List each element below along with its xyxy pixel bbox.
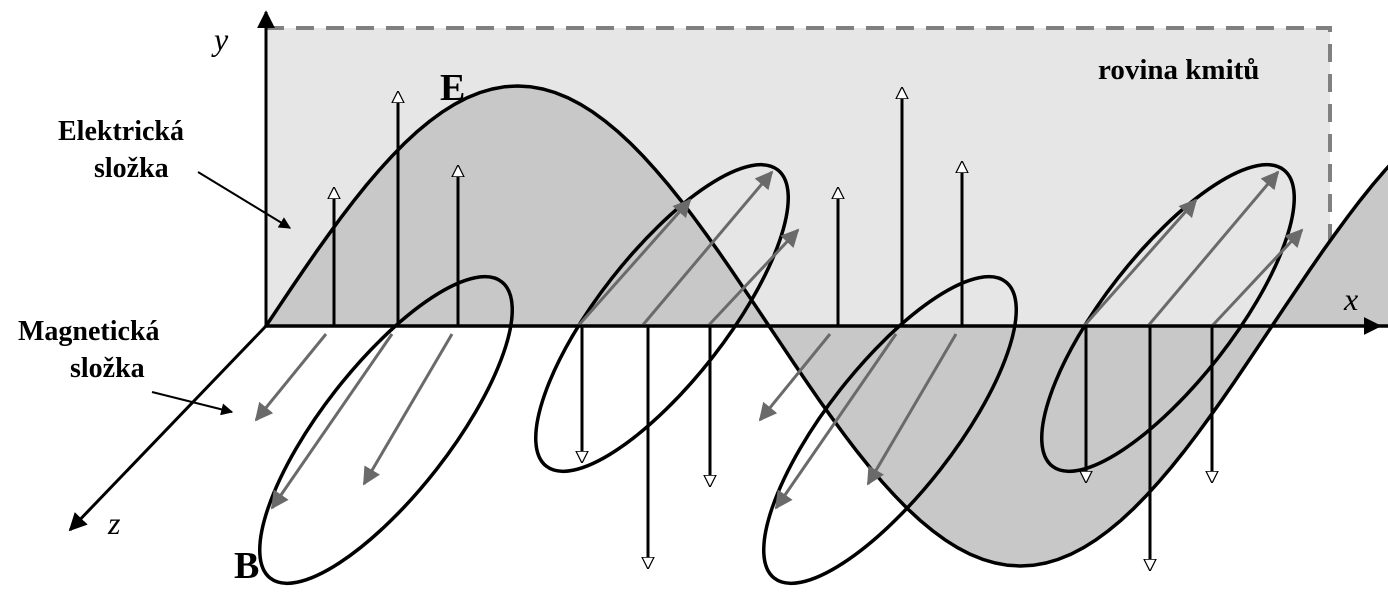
magnetic-field-arrow (706, 228, 800, 328)
magnetic-field-arrows (254, 170, 1304, 510)
electric-label-line1: Elektrická (58, 116, 184, 147)
b-vector-label: B (234, 545, 259, 587)
magnetic-label-line1: Magnetická (18, 316, 160, 347)
magnetic-loop (761, 274, 1019, 586)
y-axis-label: y (211, 21, 229, 57)
z-axis (68, 324, 268, 532)
magnetic-field-arrow (758, 333, 832, 422)
magnetic-field-arrow (866, 333, 958, 486)
magnetic-field-arrow (640, 170, 774, 327)
magnetic-field-arrow (362, 333, 454, 486)
oscillation-plane-border (266, 26, 1332, 326)
z-axis-label: z (107, 505, 121, 541)
magnetic-field-arrow (1146, 170, 1280, 327)
electric-lobe (262, 84, 773, 328)
e-vector-label: E (440, 67, 465, 109)
magnetic-field-arrow (1082, 198, 1198, 327)
magnetic-field-arrow (576, 198, 692, 327)
magnetic-field-loops (257, 162, 1297, 586)
magnetic-field-arrow (270, 333, 394, 510)
magnetic-field-arrow (1210, 228, 1304, 328)
electric-lobe (1268, 164, 1388, 328)
electric-field-lobes (262, 84, 1388, 568)
plane-label: rovina kmitů (1098, 54, 1259, 86)
x-axis-label: x (1343, 281, 1358, 317)
magnetic-pointer-line (151, 391, 234, 416)
magnetic-label-line2: složka (70, 353, 145, 384)
electric-field-arrows (334, 88, 1212, 570)
magnetic-field-arrow (774, 333, 898, 510)
magnetic-loop (257, 274, 515, 586)
electric-label-line2: složka (94, 153, 169, 184)
magnetic-field-arrow (254, 333, 328, 422)
electric-pointer-line (197, 171, 292, 229)
magnetic-loop (533, 162, 791, 474)
electric-lobe (765, 324, 1276, 568)
magnetic-loop (1039, 162, 1297, 474)
